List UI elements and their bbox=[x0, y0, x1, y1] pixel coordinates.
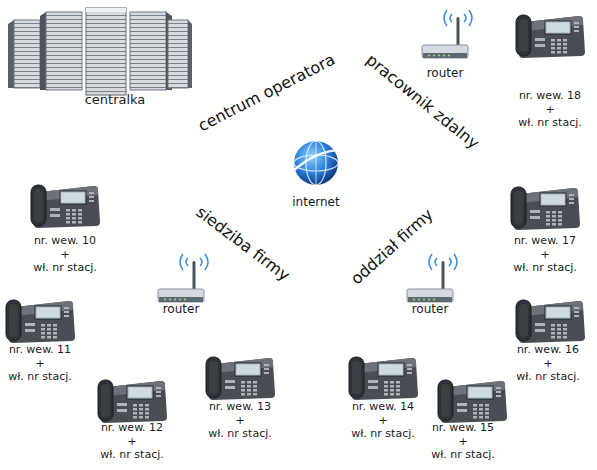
zone-label: pracownik zdalny bbox=[363, 50, 483, 153]
caption-line: internet bbox=[276, 196, 356, 210]
caption-line: wł. nr stacj. bbox=[500, 370, 596, 384]
device-caption: router bbox=[146, 303, 216, 317]
phone-icon bbox=[516, 300, 585, 343]
device-caption: router bbox=[395, 303, 465, 317]
device-node: nr. wew. 17 + wł. nr stacj. bbox=[497, 234, 593, 275]
device-caption: nr. wew. 17 + wł. nr stacj. bbox=[497, 234, 593, 275]
phone-icon bbox=[6, 300, 75, 343]
caption-line: nr. wew. 14 bbox=[335, 400, 431, 414]
zone-label: centrum operatora bbox=[194, 49, 337, 135]
device-node: centralka bbox=[60, 93, 170, 107]
device-caption: nr. wew. 11 + wł. nr stacj. bbox=[0, 343, 80, 384]
caption-line: + bbox=[335, 414, 431, 428]
device-caption: router bbox=[410, 67, 480, 81]
caption-line: wł. nr stacj. bbox=[0, 370, 80, 384]
caption-line: nr. wew. 12 bbox=[84, 421, 180, 435]
device-caption: nr. wew. 18 + wł. nr stacj. bbox=[502, 89, 597, 130]
caption-line: + bbox=[500, 357, 596, 371]
caption-line: nr. wew. 16 bbox=[500, 343, 596, 357]
zone-label: siedziba firmy bbox=[193, 202, 294, 285]
caption-line: nr. wew. 13 bbox=[192, 400, 288, 414]
device-node: nr. wew. 12 + wł. nr stacj. bbox=[84, 421, 180, 462]
caption-line: wł. nr stacj. bbox=[17, 261, 113, 275]
phone-icon bbox=[98, 380, 167, 423]
caption-line: router bbox=[410, 67, 480, 81]
router-icon bbox=[407, 254, 457, 302]
phone-icon bbox=[438, 380, 507, 423]
router-icon bbox=[158, 254, 208, 302]
caption-line: wł. nr stacj. bbox=[497, 261, 593, 275]
phone-icon bbox=[511, 187, 580, 230]
caption-line: wł. nr stacj. bbox=[415, 448, 511, 462]
phone-icon bbox=[206, 357, 275, 400]
device-node: nr. wew. 13 + wł. nr stacj. bbox=[192, 400, 288, 441]
device-node: router bbox=[146, 303, 216, 317]
device-node: nr. wew. 11 + wł. nr stacj. bbox=[0, 343, 80, 384]
caption-line: + bbox=[0, 357, 80, 371]
caption-line: + bbox=[415, 435, 511, 449]
caption-line: nr. wew. 11 bbox=[0, 343, 80, 357]
phone-icon bbox=[349, 357, 418, 400]
caption-line: router bbox=[146, 303, 216, 317]
internet-globe bbox=[292, 141, 342, 185]
device-caption: nr. wew. 12 + wł. nr stacj. bbox=[84, 421, 180, 462]
device-caption: internet bbox=[276, 196, 356, 210]
device-node: router bbox=[395, 303, 465, 317]
caption-line: + bbox=[497, 248, 593, 262]
caption-line: centralka bbox=[60, 93, 170, 107]
caption-line: wł. nr stacj. bbox=[502, 116, 597, 130]
caption-line: wł. nr stacj. bbox=[192, 427, 288, 441]
phone-icon bbox=[516, 15, 585, 58]
caption-line: wł. nr stacj. bbox=[335, 427, 431, 441]
caption-line: + bbox=[192, 414, 288, 428]
device-caption: nr. wew. 13 + wł. nr stacj. bbox=[192, 400, 288, 441]
caption-line: + bbox=[17, 248, 113, 262]
device-caption: nr. wew. 10 + wł. nr stacj. bbox=[17, 234, 113, 275]
caption-line: nr. wew. 15 bbox=[415, 421, 511, 435]
device-node: nr. wew. 18 + wł. nr stacj. bbox=[502, 89, 597, 130]
zone-label: oddział firmy bbox=[347, 204, 437, 288]
device-node: nr. wew. 15 + wł. nr stacj. bbox=[415, 421, 511, 462]
caption-line: nr. wew. 10 bbox=[17, 234, 113, 248]
device-node: nr. wew. 16 + wł. nr stacj. bbox=[500, 343, 596, 384]
server-rack bbox=[8, 8, 192, 95]
device-node: router bbox=[410, 67, 480, 81]
device-caption: nr. wew. 15 + wł. nr stacj. bbox=[415, 421, 511, 462]
device-caption: nr. wew. 16 + wł. nr stacj. bbox=[500, 343, 596, 384]
device-node: internet bbox=[276, 196, 356, 210]
device-node: nr. wew. 14 + wł. nr stacj. bbox=[335, 400, 431, 441]
device-node: nr. wew. 10 + wł. nr stacj. bbox=[17, 234, 113, 275]
caption-line: + bbox=[502, 103, 597, 117]
caption-line: + bbox=[84, 435, 180, 449]
caption-line: nr. wew. 18 bbox=[502, 89, 597, 103]
device-caption: nr. wew. 14 + wł. nr stacj. bbox=[335, 400, 431, 441]
phone-icon bbox=[31, 185, 100, 228]
device-caption: centralka bbox=[60, 93, 170, 107]
router-icon bbox=[422, 10, 472, 58]
caption-line: wł. nr stacj. bbox=[84, 448, 180, 462]
caption-line: router bbox=[395, 303, 465, 317]
caption-line: nr. wew. 17 bbox=[497, 234, 593, 248]
